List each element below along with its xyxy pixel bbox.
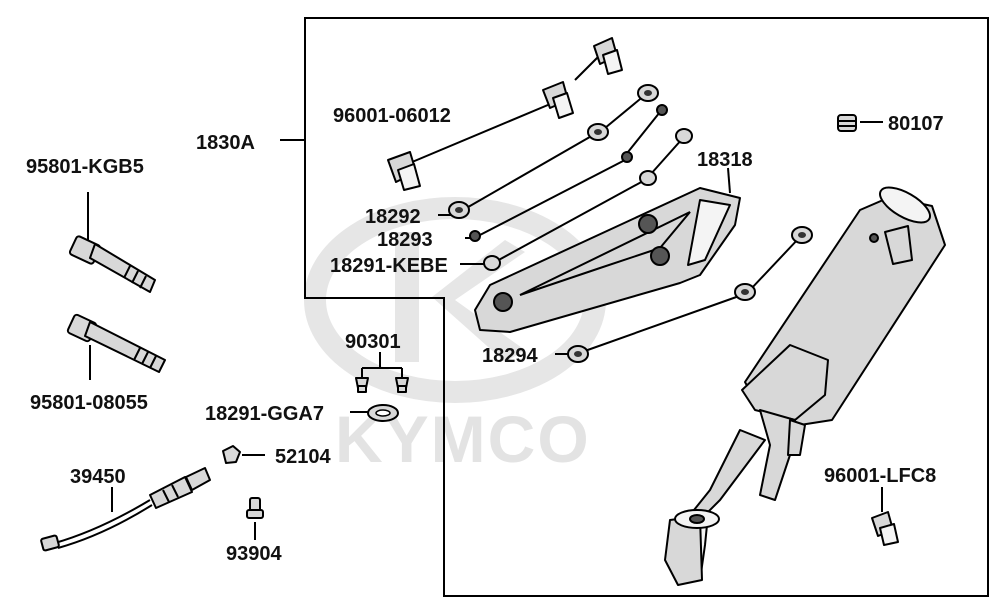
- bolt-95801-08055: [66, 313, 166, 373]
- muffler-1830a: [664, 186, 946, 586]
- label-95801-kgb5: 95801-KGB5: [26, 156, 144, 178]
- collar-18291-kebe-a: [483, 255, 501, 271]
- label-96001-lfc8: 96001-LFC8: [824, 465, 936, 487]
- label-52104: 52104: [275, 446, 331, 468]
- washer-18292-a: [448, 201, 470, 219]
- label-39450: 39450: [70, 466, 126, 488]
- nut-52104: [222, 445, 241, 464]
- collar-18291-kebe-b: [639, 170, 657, 186]
- bolt-95801-kgb5: [68, 235, 156, 293]
- assembly-frame: [304, 17, 989, 597]
- washer-18292-b: [587, 123, 609, 141]
- bolt-96001-06012-a: [387, 151, 421, 191]
- label-95801-08055: 95801-08055: [30, 392, 148, 414]
- heat-shield-18318: [474, 187, 741, 333]
- oxygen-sensor-39450: [40, 467, 211, 552]
- label-18291-gga7: 18291-GGA7: [205, 403, 324, 425]
- nut-80107: [837, 114, 857, 132]
- leader-lines: [87, 54, 883, 540]
- bolt-96001-lfc8: [871, 511, 899, 546]
- part-labels: 1830A 96001-06012 80107 18318 18292 1829…: [26, 105, 944, 565]
- label-18294: 18294: [482, 345, 538, 367]
- clip-90301-b: [395, 377, 409, 393]
- grommet-18294-a: [567, 345, 589, 363]
- label-96001-06012: 96001-06012: [333, 105, 451, 127]
- label-18292: 18292: [365, 206, 421, 228]
- bolt-96001-06012-b: [542, 81, 574, 119]
- nut-18293-c: [656, 104, 668, 116]
- label-93904: 93904: [226, 543, 282, 565]
- label-18291-kebe: 18291-KEBE: [330, 255, 448, 277]
- washer-18292-c: [637, 84, 659, 102]
- grommet-18294-b: [734, 283, 756, 301]
- label-80107: 80107: [888, 113, 944, 135]
- grommet-18294-c: [791, 226, 813, 244]
- bolt-96001-06012-c: [593, 37, 623, 75]
- screw-93904: [246, 497, 264, 519]
- nut-18293-a: [469, 230, 481, 242]
- label-90301: 90301: [345, 331, 401, 353]
- label-18293: 18293: [377, 229, 433, 251]
- nut-18293-b: [621, 151, 633, 163]
- collar-18291-kebe-c: [675, 128, 693, 144]
- label-1830a: 1830A: [196, 132, 255, 154]
- clip-90301-a: [355, 377, 369, 393]
- gasket-18291-gga7: [367, 404, 399, 422]
- label-18318: 18318: [697, 149, 753, 171]
